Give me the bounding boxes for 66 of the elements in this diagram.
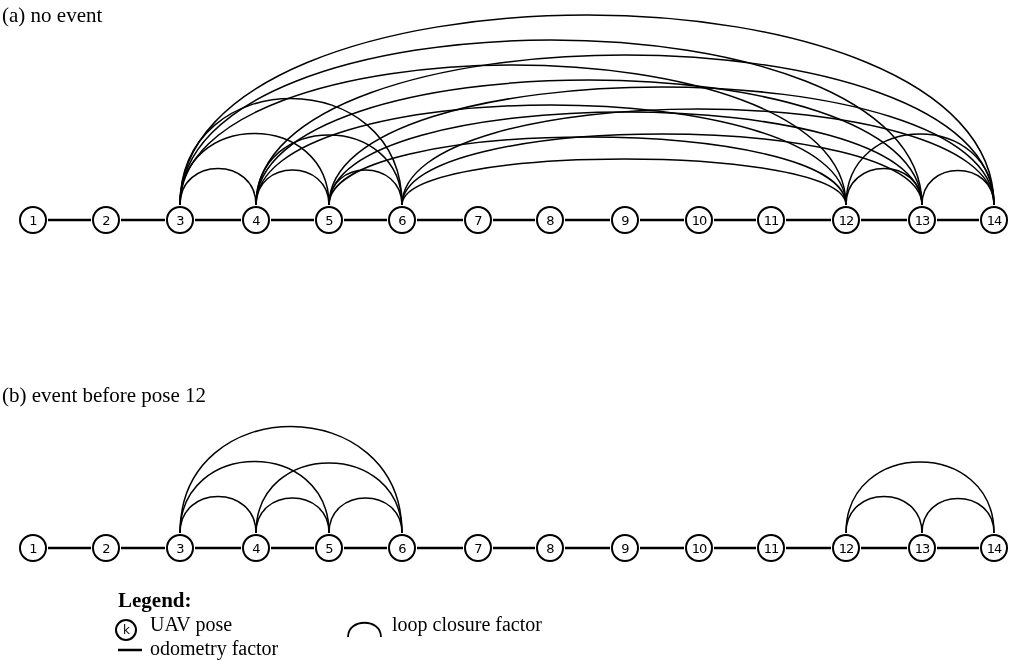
legend-text: odometry factor <box>150 637 279 660</box>
pose-node: 2 <box>92 206 120 234</box>
pose-node: 6 <box>388 534 416 562</box>
odometry-line <box>714 218 756 222</box>
pose-node: 10 <box>685 206 713 234</box>
pose-node: 9 <box>611 534 639 562</box>
pose-node: 13 <box>908 206 936 234</box>
pose-node: 12 <box>832 534 860 562</box>
odometry-line <box>565 218 610 222</box>
odometry-line <box>344 218 387 222</box>
odometry-line <box>861 546 907 550</box>
odometry-line <box>861 218 907 222</box>
odometry-line <box>195 546 241 550</box>
odometry-line <box>565 546 610 550</box>
panel-title: (b) event before pose 12 <box>2 383 207 408</box>
panel-title: (a) no event <box>2 3 103 28</box>
pose-node: 12 <box>832 206 860 234</box>
pose-node: 13 <box>908 534 936 562</box>
odometry-line <box>493 546 535 550</box>
pose-node: 4 <box>242 206 270 234</box>
odometry-line <box>640 546 684 550</box>
odometry-line <box>195 218 241 222</box>
pose-node: 7 <box>464 534 492 562</box>
odometry-line <box>937 546 979 550</box>
pose-node: 14 <box>980 534 1008 562</box>
pose-node: 5 <box>315 534 343 562</box>
odometry-line <box>271 546 314 550</box>
pose-node: 10 <box>685 534 713 562</box>
pose-node: 11 <box>757 534 785 562</box>
pose-node: 14 <box>980 206 1008 234</box>
odometry-line <box>48 546 91 550</box>
pose-node: 9 <box>611 206 639 234</box>
pose-node: 6 <box>388 206 416 234</box>
odometry-line <box>640 218 684 222</box>
odometry-line <box>417 546 463 550</box>
odometry-line <box>937 218 979 222</box>
loop-closure-arc <box>921 497 995 534</box>
odometry-line <box>493 218 535 222</box>
pose-node: 5 <box>315 206 343 234</box>
pose-node: 1 <box>19 534 47 562</box>
pose-node: 4 <box>242 534 270 562</box>
pose-node: 11 <box>757 206 785 234</box>
pose-node: 7 <box>464 206 492 234</box>
odometry-line <box>121 546 165 550</box>
pose-node: 3 <box>166 206 194 234</box>
odometry-line <box>417 218 463 222</box>
legend-text: loop closure factor <box>392 613 542 636</box>
pose-node: 3 <box>166 534 194 562</box>
odometry-line <box>271 218 314 222</box>
legend-text: UAV pose <box>150 613 233 636</box>
odometry-line <box>344 546 387 550</box>
odometry-line <box>714 546 756 550</box>
legend-heading: Legend: <box>118 588 192 613</box>
odometry-line <box>786 546 831 550</box>
pose-node: 8 <box>536 206 564 234</box>
loop-closure-arc <box>179 425 403 534</box>
odometry-line <box>48 218 91 222</box>
pose-node: 2 <box>92 534 120 562</box>
loop-closure-arc <box>328 497 403 534</box>
pose-node: 8 <box>536 534 564 562</box>
loop-closure-arc <box>845 461 995 534</box>
odometry-line <box>786 218 831 222</box>
pose-node: 1 <box>19 206 47 234</box>
loop-closure-arc <box>255 462 403 534</box>
odometry-line <box>121 218 165 222</box>
pose-symbol: k <box>115 619 137 641</box>
